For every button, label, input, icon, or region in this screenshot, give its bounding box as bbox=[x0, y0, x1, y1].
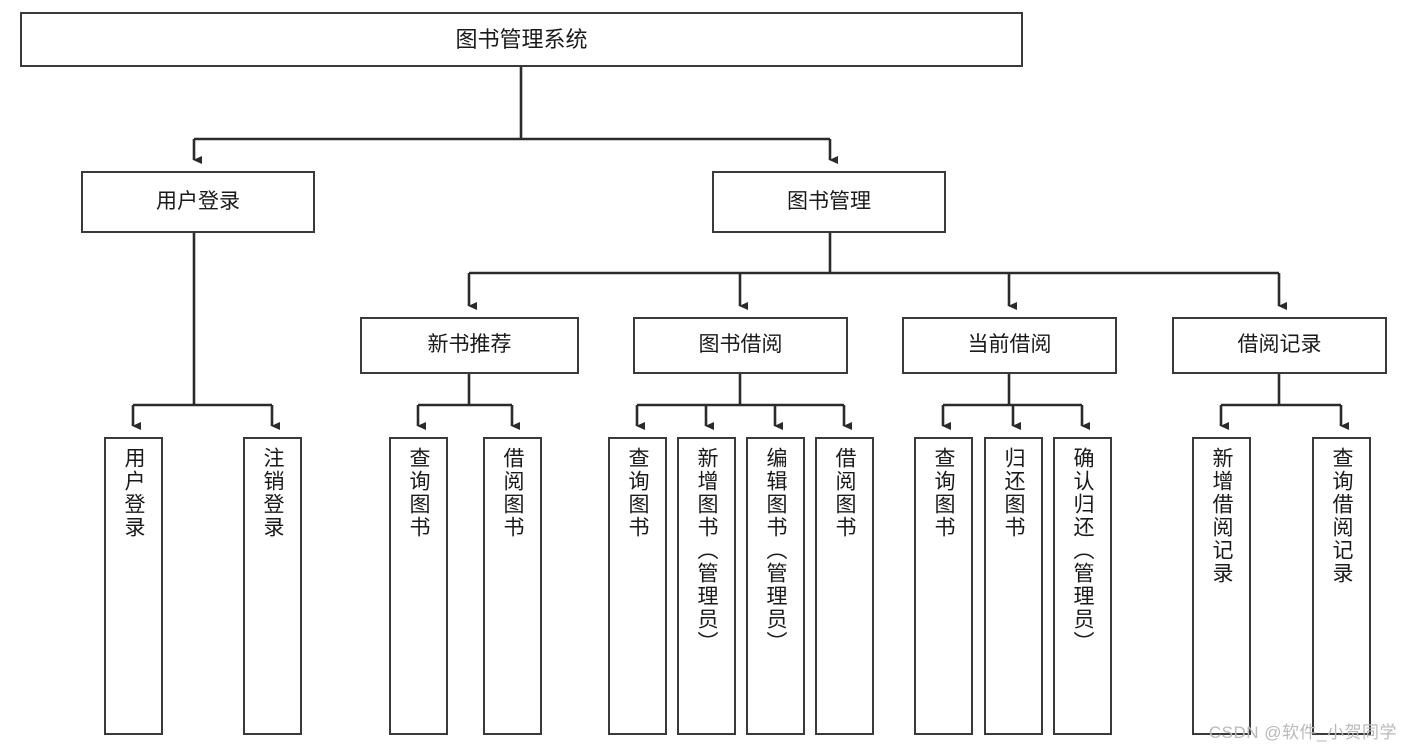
node-label: 查询借阅记录 bbox=[1330, 447, 1353, 585]
node-label: 注销登录 bbox=[261, 447, 284, 539]
node-book-management[interactable]: 图书管理 bbox=[712, 171, 946, 233]
node-label: 当前借阅 bbox=[967, 333, 1052, 357]
node-label: 确认归还（管理员） bbox=[1071, 447, 1094, 654]
node-leaf-borrow-book-recommend[interactable]: 借阅图书 bbox=[483, 437, 542, 735]
node-borrow-record[interactable]: 借阅记录 bbox=[1172, 317, 1387, 374]
node-leaf-query-book-recommend[interactable]: 查询图书 bbox=[389, 437, 448, 735]
node-label: 图书管理系统 bbox=[455, 26, 588, 52]
node-leaf-edit-book-admin[interactable]: 编辑图书（管理员） bbox=[746, 437, 805, 735]
node-leaf-add-borrow-record[interactable]: 新增借阅记录 bbox=[1192, 437, 1251, 735]
node-leaf-logout[interactable]: 注销登录 bbox=[243, 437, 302, 735]
node-leaf-query-book-borrow[interactable]: 查询图书 bbox=[608, 437, 667, 735]
node-label: 新增图书（管理员） bbox=[695, 447, 718, 654]
node-current-borrow[interactable]: 当前借阅 bbox=[902, 317, 1117, 374]
node-label: 图书管理 bbox=[787, 189, 871, 213]
node-leaf-add-book-admin[interactable]: 新增图书（管理员） bbox=[677, 437, 736, 735]
node-label: 借阅记录 bbox=[1237, 333, 1322, 357]
node-label: 查询图书 bbox=[407, 447, 430, 539]
node-book-borrow[interactable]: 图书借阅 bbox=[633, 317, 848, 374]
node-leaf-return-book[interactable]: 归还图书 bbox=[984, 437, 1043, 735]
node-label: 新增借阅记录 bbox=[1210, 447, 1233, 585]
node-label: 图书借阅 bbox=[698, 333, 783, 357]
node-label: 新书推荐 bbox=[427, 333, 512, 357]
node-leaf-query-book-current[interactable]: 查询图书 bbox=[914, 437, 973, 735]
node-label: 借阅图书 bbox=[833, 447, 856, 539]
node-label: 借阅图书 bbox=[501, 447, 524, 539]
node-label: 编辑图书（管理员） bbox=[764, 447, 787, 654]
node-label: 归还图书 bbox=[1002, 447, 1025, 539]
node-label: 查询图书 bbox=[626, 447, 649, 539]
node-user-login[interactable]: 用户登录 bbox=[81, 171, 315, 233]
watermark: CSDN @软件_小贺同学 bbox=[1208, 723, 1397, 742]
node-leaf-confirm-return-admin[interactable]: 确认归还（管理员） bbox=[1053, 437, 1112, 735]
node-leaf-query-borrow-record[interactable]: 查询借阅记录 bbox=[1312, 437, 1371, 735]
node-label: 查询图书 bbox=[932, 447, 955, 539]
node-leaf-borrow-book[interactable]: 借阅图书 bbox=[815, 437, 874, 735]
node-leaf-user-login[interactable]: 用户登录 bbox=[104, 437, 163, 735]
node-book-management-system[interactable]: 图书管理系统 bbox=[20, 12, 1023, 67]
node-new-book-recommend[interactable]: 新书推荐 bbox=[360, 317, 579, 374]
node-label: 用户登录 bbox=[122, 447, 145, 539]
node-label: 用户登录 bbox=[156, 189, 240, 213]
